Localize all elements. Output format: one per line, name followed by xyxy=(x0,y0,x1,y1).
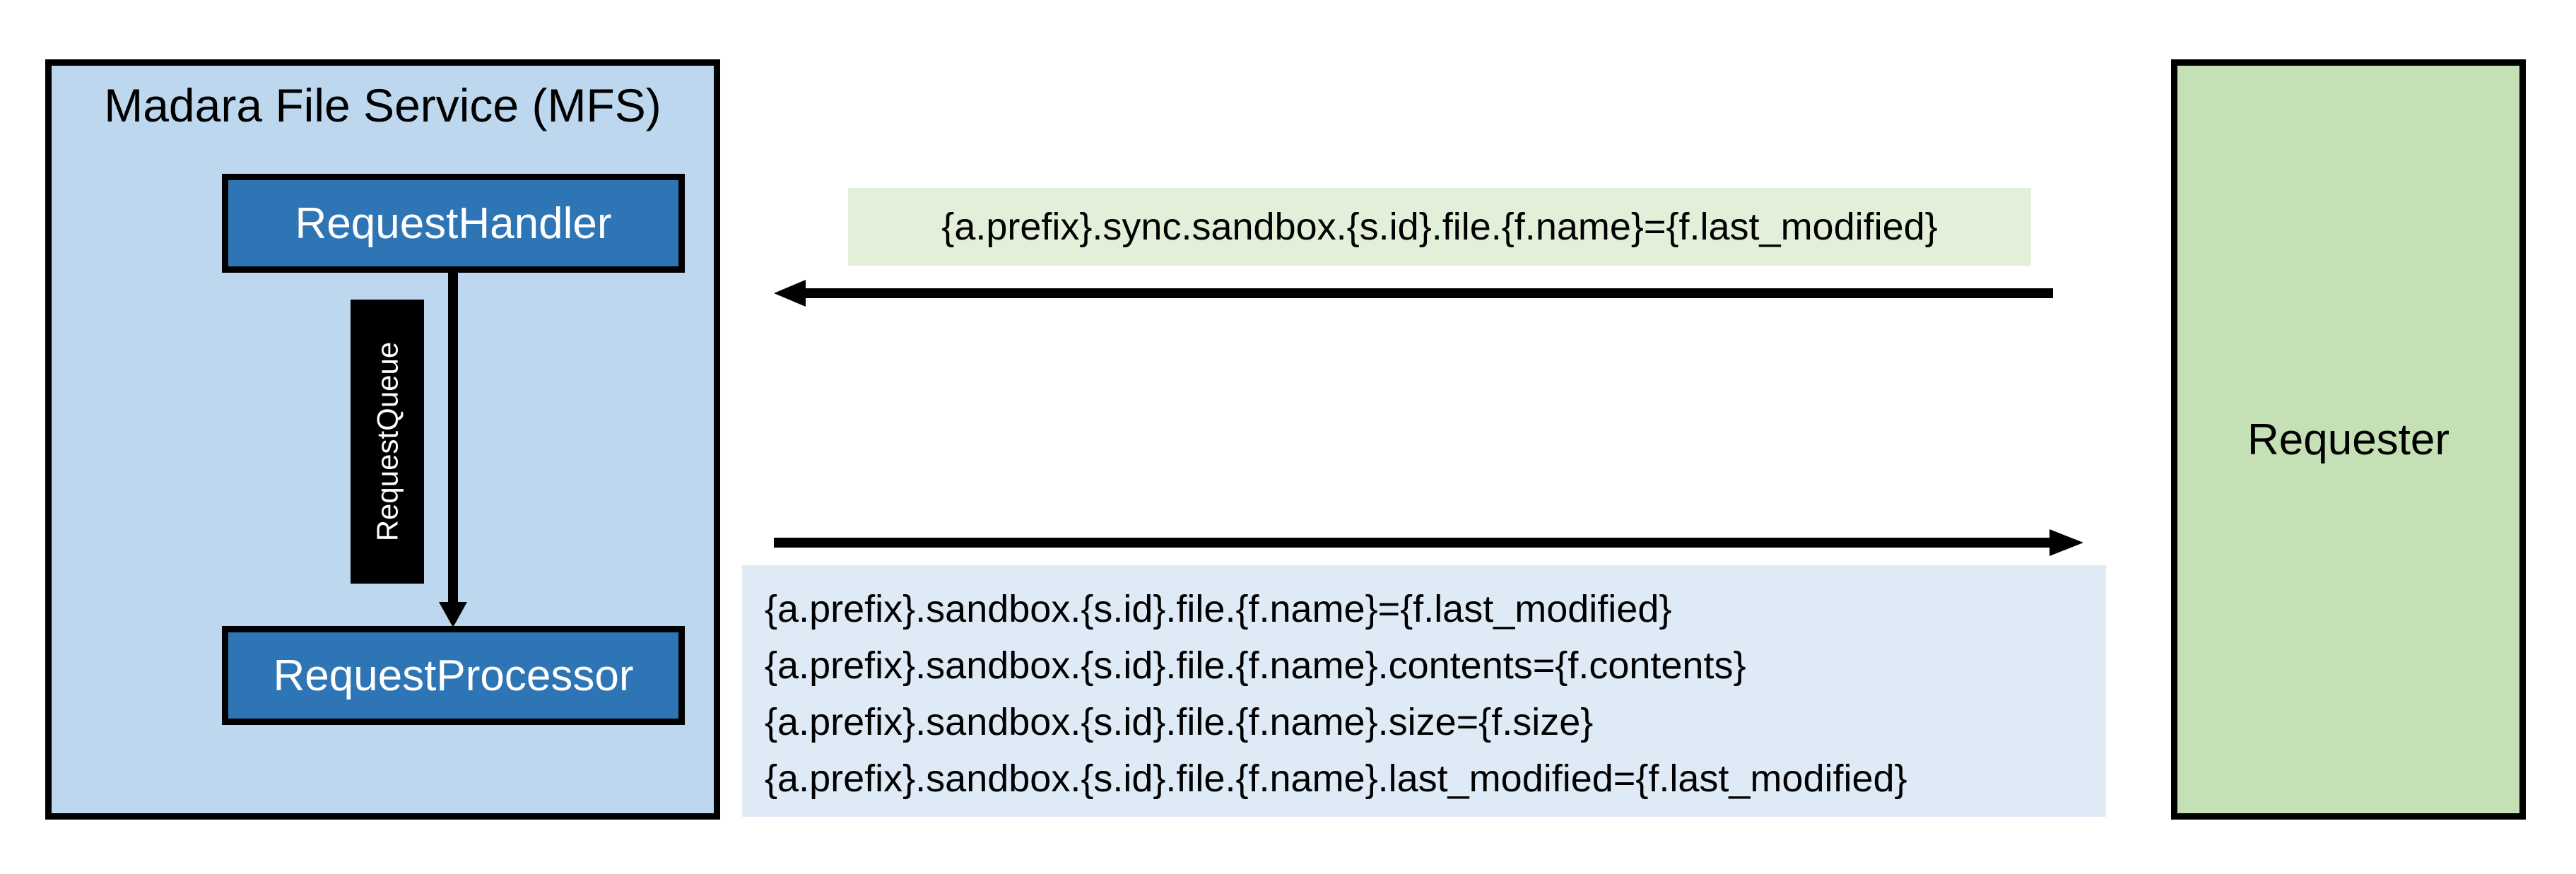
sync-request-arrowhead xyxy=(774,280,806,307)
requester-label: Requester xyxy=(2247,415,2450,464)
requester-box: Requester xyxy=(2171,59,2526,820)
request-processor-label: RequestProcessor xyxy=(273,651,634,700)
request-handler-box: RequestHandler xyxy=(222,174,685,273)
request-queue-box: RequestQueue xyxy=(351,300,424,584)
response-line: {a.prefix}.sandbox.{s.id}.file.{f.name}=… xyxy=(765,588,1672,630)
response-arrowhead xyxy=(2049,529,2083,556)
sync-request-label: {a.prefix}.sync.sandbox.{s.id}.file.{f.n… xyxy=(848,188,2031,266)
response-line: {a.prefix}.sandbox.{s.id}.file.{f.name}.… xyxy=(765,757,1907,800)
request-processor-box: RequestProcessor xyxy=(222,626,685,725)
mfs-title: Madara File Service (MFS) xyxy=(104,79,661,131)
response-message-box: {a.prefix}.sandbox.{s.id}.file.{f.name}=… xyxy=(742,565,2106,817)
response-line: {a.prefix}.sandbox.{s.id}.file.{f.name}.… xyxy=(765,644,1746,687)
response-line: {a.prefix}.sandbox.{s.id}.file.{f.name}.… xyxy=(765,701,1594,743)
request-handler-label: RequestHandler xyxy=(295,199,612,248)
queue-arrowhead xyxy=(439,602,467,627)
